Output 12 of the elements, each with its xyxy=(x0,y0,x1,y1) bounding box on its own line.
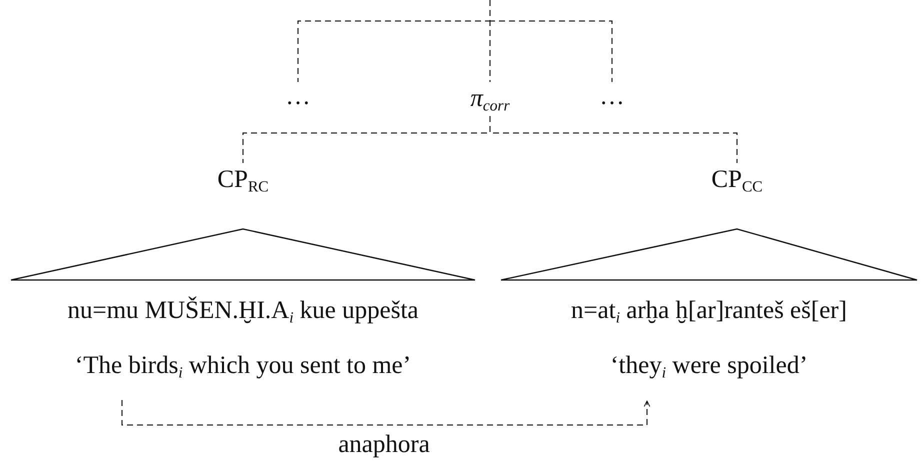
dashed-connector xyxy=(490,0,612,82)
phrase-label: CP$_{CC}$ xyxy=(697,163,777,197)
tree-node-label: π$_{corr}$ xyxy=(455,82,525,116)
translation-text: ‘they$_{i}$ were spoiled’ xyxy=(609,351,809,381)
sentence-text: n=at$_{i}$ arḫa ḫ[ar]ranteš eš[er] xyxy=(570,296,848,326)
dashed-connector xyxy=(490,116,738,164)
ellipsis-label: … xyxy=(278,82,318,112)
ellipsis-label: … xyxy=(592,82,632,112)
sentence-text: nu=mu MUŠEN.ḪI.A$_{i}$ kue uppešta xyxy=(66,296,420,326)
dashed-connector xyxy=(122,400,650,426)
translation-text: ‘The birds$_{i}$ which you sent to me’ xyxy=(74,351,412,381)
phrase-label: CP$_{RC}$ xyxy=(203,163,283,197)
